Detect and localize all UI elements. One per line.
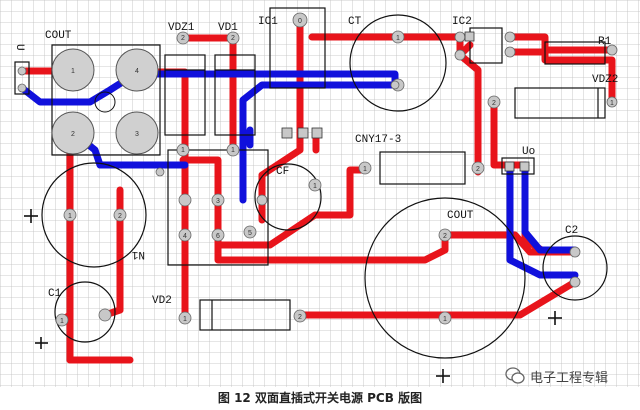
svg-text:1: 1 bbox=[396, 35, 400, 42]
cny-body bbox=[379, 151, 466, 185]
svg-text:3: 3 bbox=[135, 131, 139, 138]
n1-outline bbox=[167, 149, 269, 266]
cout-bottom-circle bbox=[364, 197, 526, 359]
watermark: 电子工程专辑 bbox=[505, 365, 608, 387]
label-vdz2: VDZ2 bbox=[592, 74, 618, 86]
label-cny: CNY17-3 bbox=[355, 134, 401, 146]
svg-text:2: 2 bbox=[298, 314, 302, 321]
vdz2-body bbox=[514, 87, 606, 119]
svg-text:1: 1 bbox=[183, 316, 187, 323]
label-c2: C2 bbox=[565, 225, 578, 237]
svg-text:2: 2 bbox=[181, 35, 185, 42]
label-uo: Uo bbox=[522, 146, 535, 158]
svg-text:0: 0 bbox=[298, 18, 302, 25]
svg-text:1: 1 bbox=[60, 318, 64, 325]
svg-text:5: 5 bbox=[248, 230, 252, 237]
svg-text:2: 2 bbox=[71, 131, 75, 138]
svg-text:1: 1 bbox=[363, 166, 367, 173]
label-n1: N1 bbox=[131, 248, 145, 260]
label-r1: R1 bbox=[598, 36, 612, 48]
label-ct: CT bbox=[348, 16, 362, 28]
label-u-in: U bbox=[13, 44, 25, 51]
vd1-body bbox=[214, 54, 256, 136]
r1-body bbox=[544, 41, 606, 65]
cout-pads: 1 4 2 3 bbox=[51, 48, 159, 155]
component-labels: COUT U VDZ1 VD1 IC1 CT IC2 R1 VDZ2 CNY17… bbox=[13, 16, 618, 307]
uo-connector bbox=[501, 157, 535, 175]
vdz1-body bbox=[164, 54, 206, 136]
pin-numbers: 2 2 1 1 0 1 1 2 3 4 5 6 1 1 2 2 1 2 1 1 … bbox=[60, 18, 614, 325]
vd2-body bbox=[199, 299, 291, 331]
svg-text:1: 1 bbox=[71, 68, 75, 75]
figure-caption: 图 12 双面直插式开关电源 PCB 版图 bbox=[217, 391, 423, 405]
svg-text:2: 2 bbox=[231, 35, 235, 42]
c1-circle bbox=[54, 281, 116, 343]
polarity-marks bbox=[24, 209, 562, 383]
label-ic1: IC1 bbox=[258, 16, 278, 28]
ic2-body bbox=[469, 27, 503, 64]
c2-circle bbox=[542, 235, 608, 301]
cf-circle bbox=[254, 163, 322, 231]
label-vd2: VD2 bbox=[152, 295, 172, 307]
svg-text:1: 1 bbox=[231, 147, 235, 154]
ct-circle bbox=[349, 14, 447, 112]
label-cout-top: COUT bbox=[45, 30, 72, 42]
svg-text:3: 3 bbox=[216, 198, 220, 205]
label-vdz1: VDZ1 bbox=[168, 22, 195, 34]
svg-text:2: 2 bbox=[492, 100, 496, 107]
label-cout-bottom: COUT bbox=[447, 210, 474, 222]
label-cf: CF bbox=[276, 166, 289, 178]
svg-text:6: 6 bbox=[216, 233, 220, 240]
pcb-grid bbox=[0, 0, 640, 387]
svg-text:2: 2 bbox=[443, 233, 447, 240]
svg-text:2: 2 bbox=[118, 213, 122, 220]
square-pads bbox=[281, 31, 530, 172]
svg-text:1: 1 bbox=[181, 147, 185, 154]
cout-top-outline bbox=[51, 44, 161, 156]
small-pads bbox=[17, 12, 618, 327]
svg-text:2: 2 bbox=[476, 166, 480, 173]
label-ic2: IC2 bbox=[452, 16, 472, 28]
svg-text:1: 1 bbox=[68, 213, 72, 220]
svg-text:1: 1 bbox=[443, 316, 447, 323]
ic1-body bbox=[269, 7, 326, 89]
u-in-connector bbox=[14, 61, 30, 95]
svg-text:1: 1 bbox=[610, 100, 614, 107]
svg-text:1: 1 bbox=[313, 183, 317, 190]
n1-transformer-circle bbox=[41, 162, 147, 268]
svg-text:4: 4 bbox=[135, 68, 139, 75]
label-c1: C1 bbox=[48, 288, 62, 300]
component-outlines bbox=[14, 7, 608, 359]
pcb-board: 1 4 2 3 2 2 1 1 bbox=[0, 0, 640, 387]
label-vd1: VD1 bbox=[218, 22, 238, 34]
svg-text:4: 4 bbox=[183, 233, 187, 240]
wechat-icon bbox=[505, 367, 525, 384]
watermark-text: 电子工程专辑 bbox=[530, 370, 609, 386]
